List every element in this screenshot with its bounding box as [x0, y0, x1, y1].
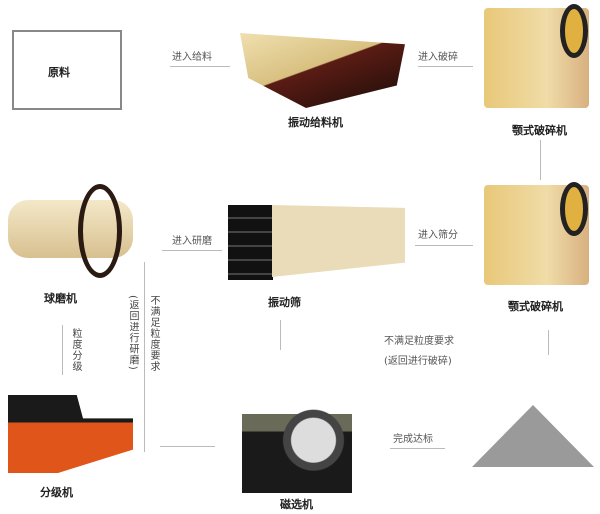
arrow-label-to-crush: 进入破碎 [418, 52, 458, 63]
arrow-down-to-jaw2 [540, 140, 541, 180]
magnetic-separator-image [242, 405, 352, 493]
raw-material-box [12, 30, 122, 110]
arrow-to-mill [162, 250, 222, 251]
fail-crush-text-2: (返回进行破碎) [384, 356, 452, 367]
arrow-label-to-feeder: 进入给料 [172, 52, 212, 63]
arrow-to-crush [418, 66, 473, 67]
grading-text: 粒度分级 [70, 328, 81, 372]
vibrating-feeder-label: 振动给料机 [288, 116, 343, 129]
vibrating-screen-label: 振动筛 [268, 296, 301, 309]
arrow-label-to-mill: 进入研磨 [172, 236, 212, 247]
vibrating-feeder-image [240, 33, 405, 108]
fail-crush-text-1: 不满足粒度要求 [384, 336, 454, 347]
arrow-done [390, 448, 445, 449]
vibrating-screen-body [272, 205, 405, 277]
ball-mill-gear-icon [78, 184, 122, 278]
vibrating-screen-image [228, 205, 273, 280]
product-pile-image [472, 405, 594, 467]
raw-material-label: 原料 [48, 66, 70, 79]
return-mill-line [144, 262, 145, 452]
arrow-label-done: 完成达标 [393, 434, 433, 445]
fail-mill-text-2: (返回进行研磨) [127, 295, 138, 371]
arrow-down-to-classifier [62, 325, 63, 375]
flywheel-icon [560, 4, 588, 58]
arrow-to-screen [415, 245, 473, 246]
arrow-up-to-screen [280, 320, 281, 350]
fail-mill-text-1: 不满足粒度要求 [148, 295, 159, 372]
jaw-crusher-2-label: 颚式破碎机 [508, 300, 563, 313]
arrow-label-to-screen: 进入筛分 [418, 230, 458, 241]
arrow-up-to-jaw2 [548, 330, 549, 355]
magnetic-separator-label: 磁选机 [280, 498, 313, 511]
flywheel-icon [560, 182, 588, 236]
arrow-to-feeder [170, 66, 230, 67]
classifier-image [8, 395, 133, 473]
jaw-crusher-1-label: 颚式破碎机 [512, 124, 567, 137]
arrow-to-magnetic [160, 446, 215, 447]
classifier-label: 分级机 [40, 486, 73, 499]
ball-mill-label: 球磨机 [44, 292, 77, 305]
